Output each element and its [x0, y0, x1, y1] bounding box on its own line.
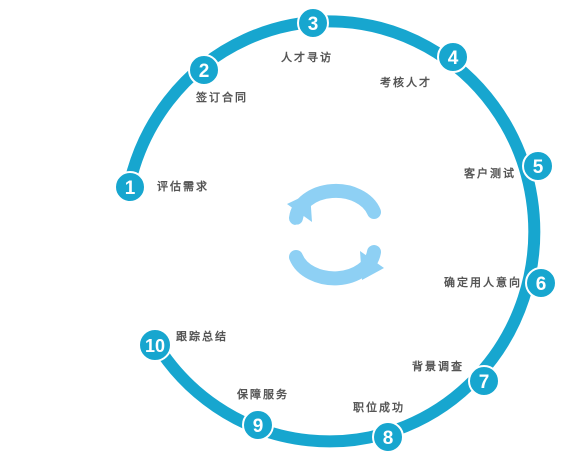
step-10: 10 跟踪总结 [138, 328, 228, 362]
step-9: 9 保障服务 [236, 387, 289, 441]
step-number: 6 [536, 274, 547, 295]
step-number: 9 [253, 416, 264, 437]
step-7: 7 背景调查 [412, 359, 500, 397]
step-label: 评估需求 [157, 179, 209, 193]
step-3: 3 人才寻访 [281, 7, 333, 64]
step-node [242, 409, 274, 441]
step-8: 8 职位成功 [353, 400, 405, 453]
step-label: 客户测试 [463, 166, 516, 180]
step-label: 跟踪总结 [176, 329, 228, 343]
step-label: 人才寻访 [281, 50, 333, 64]
step-number: 1 [125, 178, 136, 199]
step-label: 职位成功 [353, 400, 405, 414]
step-2: 2 签订合同 [188, 54, 248, 104]
step-label: 保障服务 [236, 387, 289, 401]
step-label: 考核人才 [380, 75, 432, 89]
step-node [188, 54, 220, 86]
step-number: 2 [199, 61, 210, 82]
step-number: 10 [145, 336, 165, 356]
step-node [297, 7, 329, 39]
step-node [525, 267, 557, 299]
process-ring-arc [124, 15, 541, 448]
step-number: 3 [308, 14, 319, 35]
step-4: 4 考核人才 [380, 41, 469, 89]
step-number: 7 [479, 372, 490, 393]
step-6: 6 确定用人意向 [444, 267, 557, 299]
step-label: 签订合同 [195, 90, 248, 104]
step-number: 8 [383, 428, 394, 449]
step-node [372, 421, 404, 453]
step-5: 5 客户测试 [463, 150, 554, 182]
step-label: 确定用人意向 [444, 275, 522, 289]
step-node [114, 171, 146, 203]
refresh-cycle-icon [287, 183, 384, 286]
step-node [138, 328, 172, 362]
step-node [468, 365, 500, 397]
step-number: 4 [448, 48, 459, 69]
step-node [522, 150, 554, 182]
step-1: 1 评估需求 [114, 171, 209, 203]
center-title: 服务流程 [294, 223, 378, 244]
step-number: 5 [533, 157, 544, 178]
step-node [437, 41, 469, 73]
step-label: 背景调查 [412, 359, 464, 373]
